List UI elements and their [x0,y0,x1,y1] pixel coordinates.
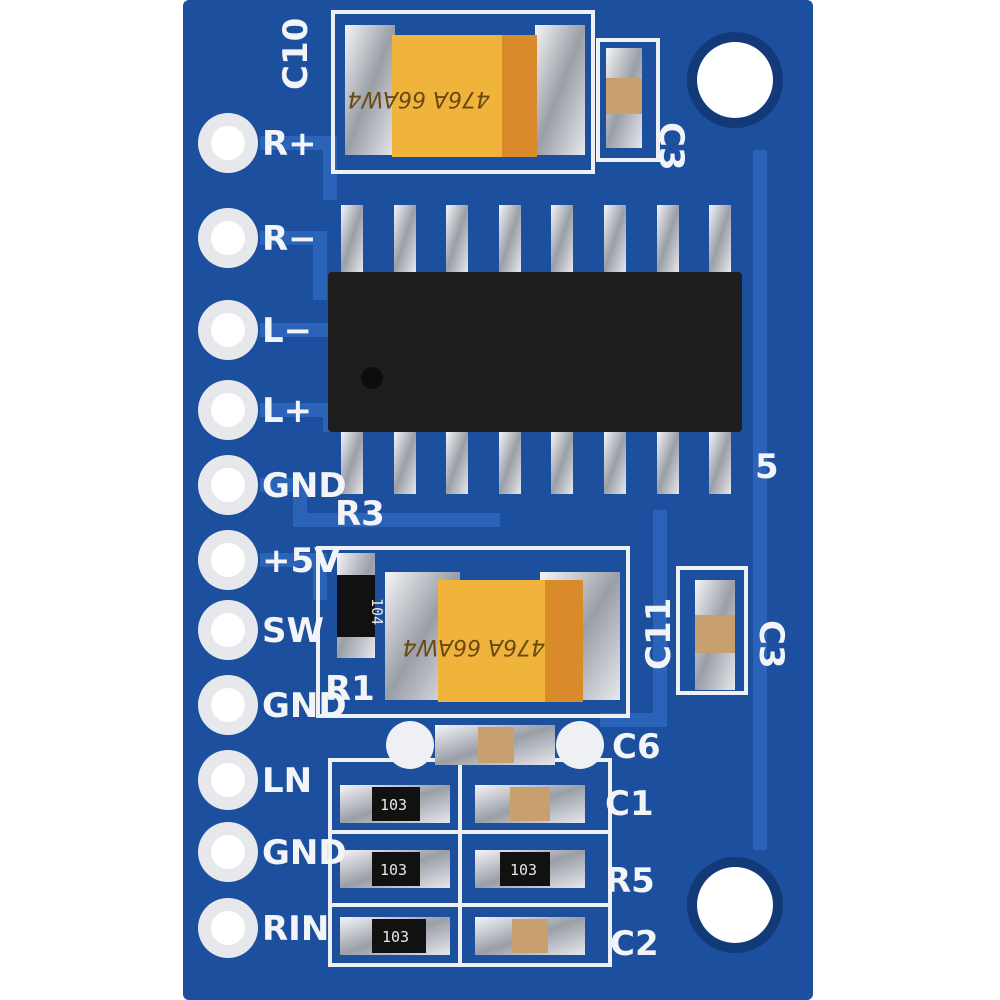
label-c10: C10 [276,18,316,90]
label-c3-mid: C3 [751,620,791,669]
pin-label: R+ [262,124,317,164]
ic-pin [657,432,679,494]
via-pad [556,721,604,769]
ic-pin [394,432,416,494]
ic-pin [709,205,731,272]
pad-hole [211,313,245,347]
smd-cap-body [695,615,735,653]
pad-hole [211,835,245,869]
pin-labels: R+ R− L− L+ GND +5V SW GND LN GND RIN [262,124,347,949]
label-c1: C1 [605,784,654,824]
resistor-marking: 103 [380,796,407,814]
ic-pin [657,205,679,272]
capacitor-c11: 476A 66AW4 [385,572,620,702]
smd-cap-body [606,78,642,114]
ic-pin [341,432,363,494]
capacitor-c10: 476A 66AW4 [345,25,585,157]
label-c2: C2 [610,924,659,964]
pad-hole [211,221,245,255]
label-c3-top: C3 [651,122,691,171]
resistor-marking: 103 [382,928,409,946]
ic-pin [446,205,468,272]
label-r1: R1 [325,669,375,709]
pin-label: R− [262,219,317,259]
label-r3: R3 [335,494,385,534]
label-5: 5 [755,447,779,487]
pin-label: +5V [262,541,341,581]
ic-pin [499,205,521,272]
capacitor-marking: 476A 66AW4 [403,634,545,659]
ic-pin [551,205,573,272]
ic-pin [551,432,573,494]
pad-hole [211,688,245,722]
pad-hole [211,911,245,945]
pad-hole [211,763,245,797]
pin-label: SW [262,611,324,651]
pin-label: GND [262,686,347,726]
pad-hole [211,468,245,502]
resistor-103-b: 103 [340,850,450,888]
capacitor-marking: 476A 66AW4 [348,86,490,111]
resistor-marking: 104 [368,598,386,625]
pad-hole [211,126,245,160]
header-pads [198,113,258,958]
label-c11: C11 [639,598,679,670]
label-r5: R5 [605,861,655,901]
capacitor-c2 [475,917,585,955]
pad-hole [211,393,245,427]
resistor-103-a: 103 [340,785,450,823]
ic-pin [604,205,626,272]
pad-hole [211,543,245,577]
pin-label: LN [262,761,312,801]
pad-hole [211,613,245,647]
ic-pin [709,432,731,494]
resistor-marking: 103 [380,861,407,879]
label-c6: C6 [612,727,661,767]
pcb-substrate [183,0,813,1000]
pin-label: GND [262,833,347,873]
silkscreen-outlines [316,10,748,967]
pin-label: RIN [262,909,329,949]
ic-chip [328,205,742,494]
ic-pin [604,432,626,494]
ic-pin [446,432,468,494]
ic-pin [341,205,363,272]
pin-label: GND [262,466,347,506]
capacitor-c1 [475,785,585,823]
via-pad [386,721,434,769]
designators: C10 C3 R3 5 C11 C3 R1 C6 C1 R5 C2 [276,18,791,964]
ic-pin [394,205,416,272]
resistor-103-c: 103 [475,850,585,888]
pin-label: L− [262,311,312,351]
resistor-103-d: 103 [340,917,450,955]
resistor-marking: 103 [510,861,537,879]
ic-pin [499,432,521,494]
mounting-holes [687,32,783,953]
pin-label: L+ [262,391,312,431]
